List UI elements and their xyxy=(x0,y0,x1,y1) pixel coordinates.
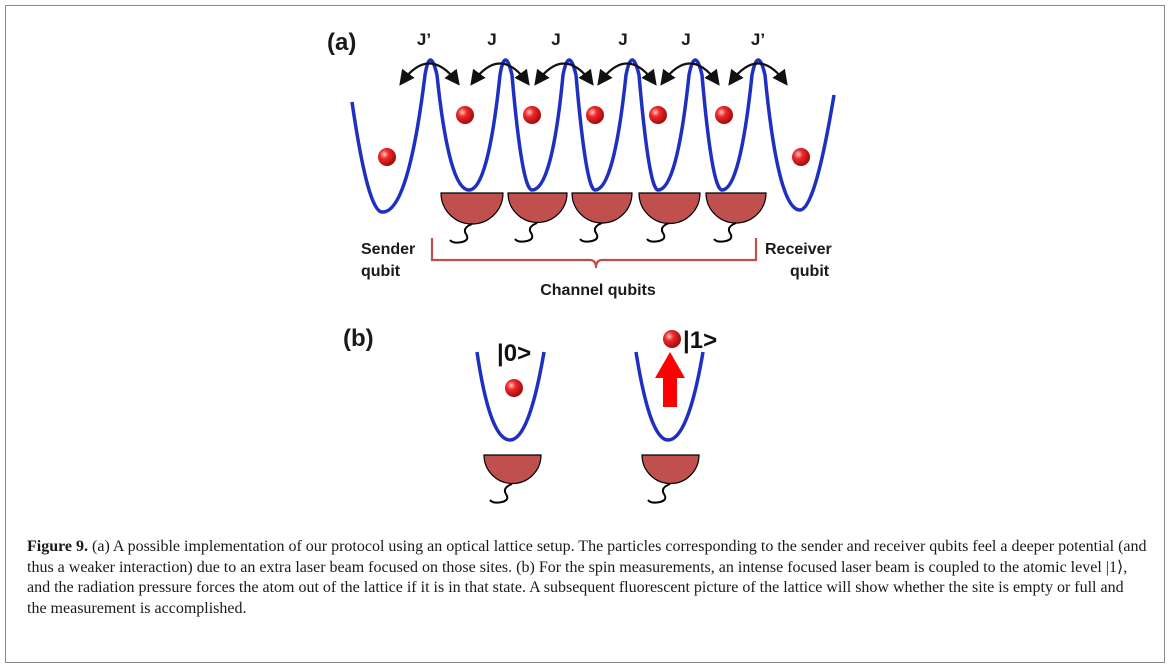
detector xyxy=(641,454,700,485)
caption-text: (a) A possible implementation of our pro… xyxy=(27,538,1147,617)
panel-b-label: (b) xyxy=(343,325,374,352)
figure-caption: Figure 9. (a) A possible implementation … xyxy=(27,537,1147,619)
channel-atom xyxy=(715,106,733,124)
channel-atom xyxy=(649,106,667,124)
detector xyxy=(483,454,542,485)
caption-figure-label: Figure 9. xyxy=(27,538,89,555)
receiver-label-line1: Receiver xyxy=(765,241,832,258)
coupling-label-4: J xyxy=(618,30,627,49)
channel-atom xyxy=(523,106,541,124)
panel-a-label: (a) xyxy=(327,29,356,56)
channel-atom xyxy=(456,106,474,124)
figure-frame xyxy=(5,5,1165,663)
receiver-label-line2: qubit xyxy=(790,263,830,280)
detector xyxy=(638,192,701,243)
radiation-pressure-arrow xyxy=(655,352,685,407)
coupling-label-2: J xyxy=(487,30,496,49)
coupling-arrow xyxy=(470,62,530,86)
sender-label-line2: qubit xyxy=(361,263,401,280)
coupling-label-5: J xyxy=(681,30,690,49)
detector-cable xyxy=(489,483,513,504)
coupling-arrow xyxy=(728,62,788,86)
coupling-label-1: J’ xyxy=(417,30,431,49)
detector xyxy=(440,192,504,244)
lattice-potential-curve xyxy=(350,58,836,214)
channel-detectors xyxy=(440,192,767,244)
detector xyxy=(705,192,767,243)
coupling-arrow xyxy=(597,62,657,86)
sender-label-line1: Sender xyxy=(361,241,415,258)
channel-label: Channel qubits xyxy=(540,282,656,299)
coupling-arrow xyxy=(534,62,594,86)
coupling-label-3: J xyxy=(551,30,560,49)
channel-atom xyxy=(586,106,604,124)
atom-in-well xyxy=(505,379,523,397)
ket-zero: |0> xyxy=(497,340,531,367)
detector xyxy=(571,192,633,243)
coupling-arrow xyxy=(660,62,720,86)
lattice-atoms xyxy=(378,106,810,166)
ejected-atom xyxy=(663,330,681,348)
coupling-arrows xyxy=(399,62,788,86)
detector-cable xyxy=(647,483,671,504)
receiver-atom xyxy=(792,148,810,166)
coupling-arrow xyxy=(399,62,460,86)
state-zero-well: |0> xyxy=(475,340,546,504)
sender-atom xyxy=(378,148,396,166)
channel-bracket xyxy=(430,238,758,269)
detector xyxy=(507,192,568,243)
coupling-label-6: J’ xyxy=(751,30,765,49)
ket-one: |1> xyxy=(683,327,717,354)
state-one-well: |1> xyxy=(634,327,717,504)
